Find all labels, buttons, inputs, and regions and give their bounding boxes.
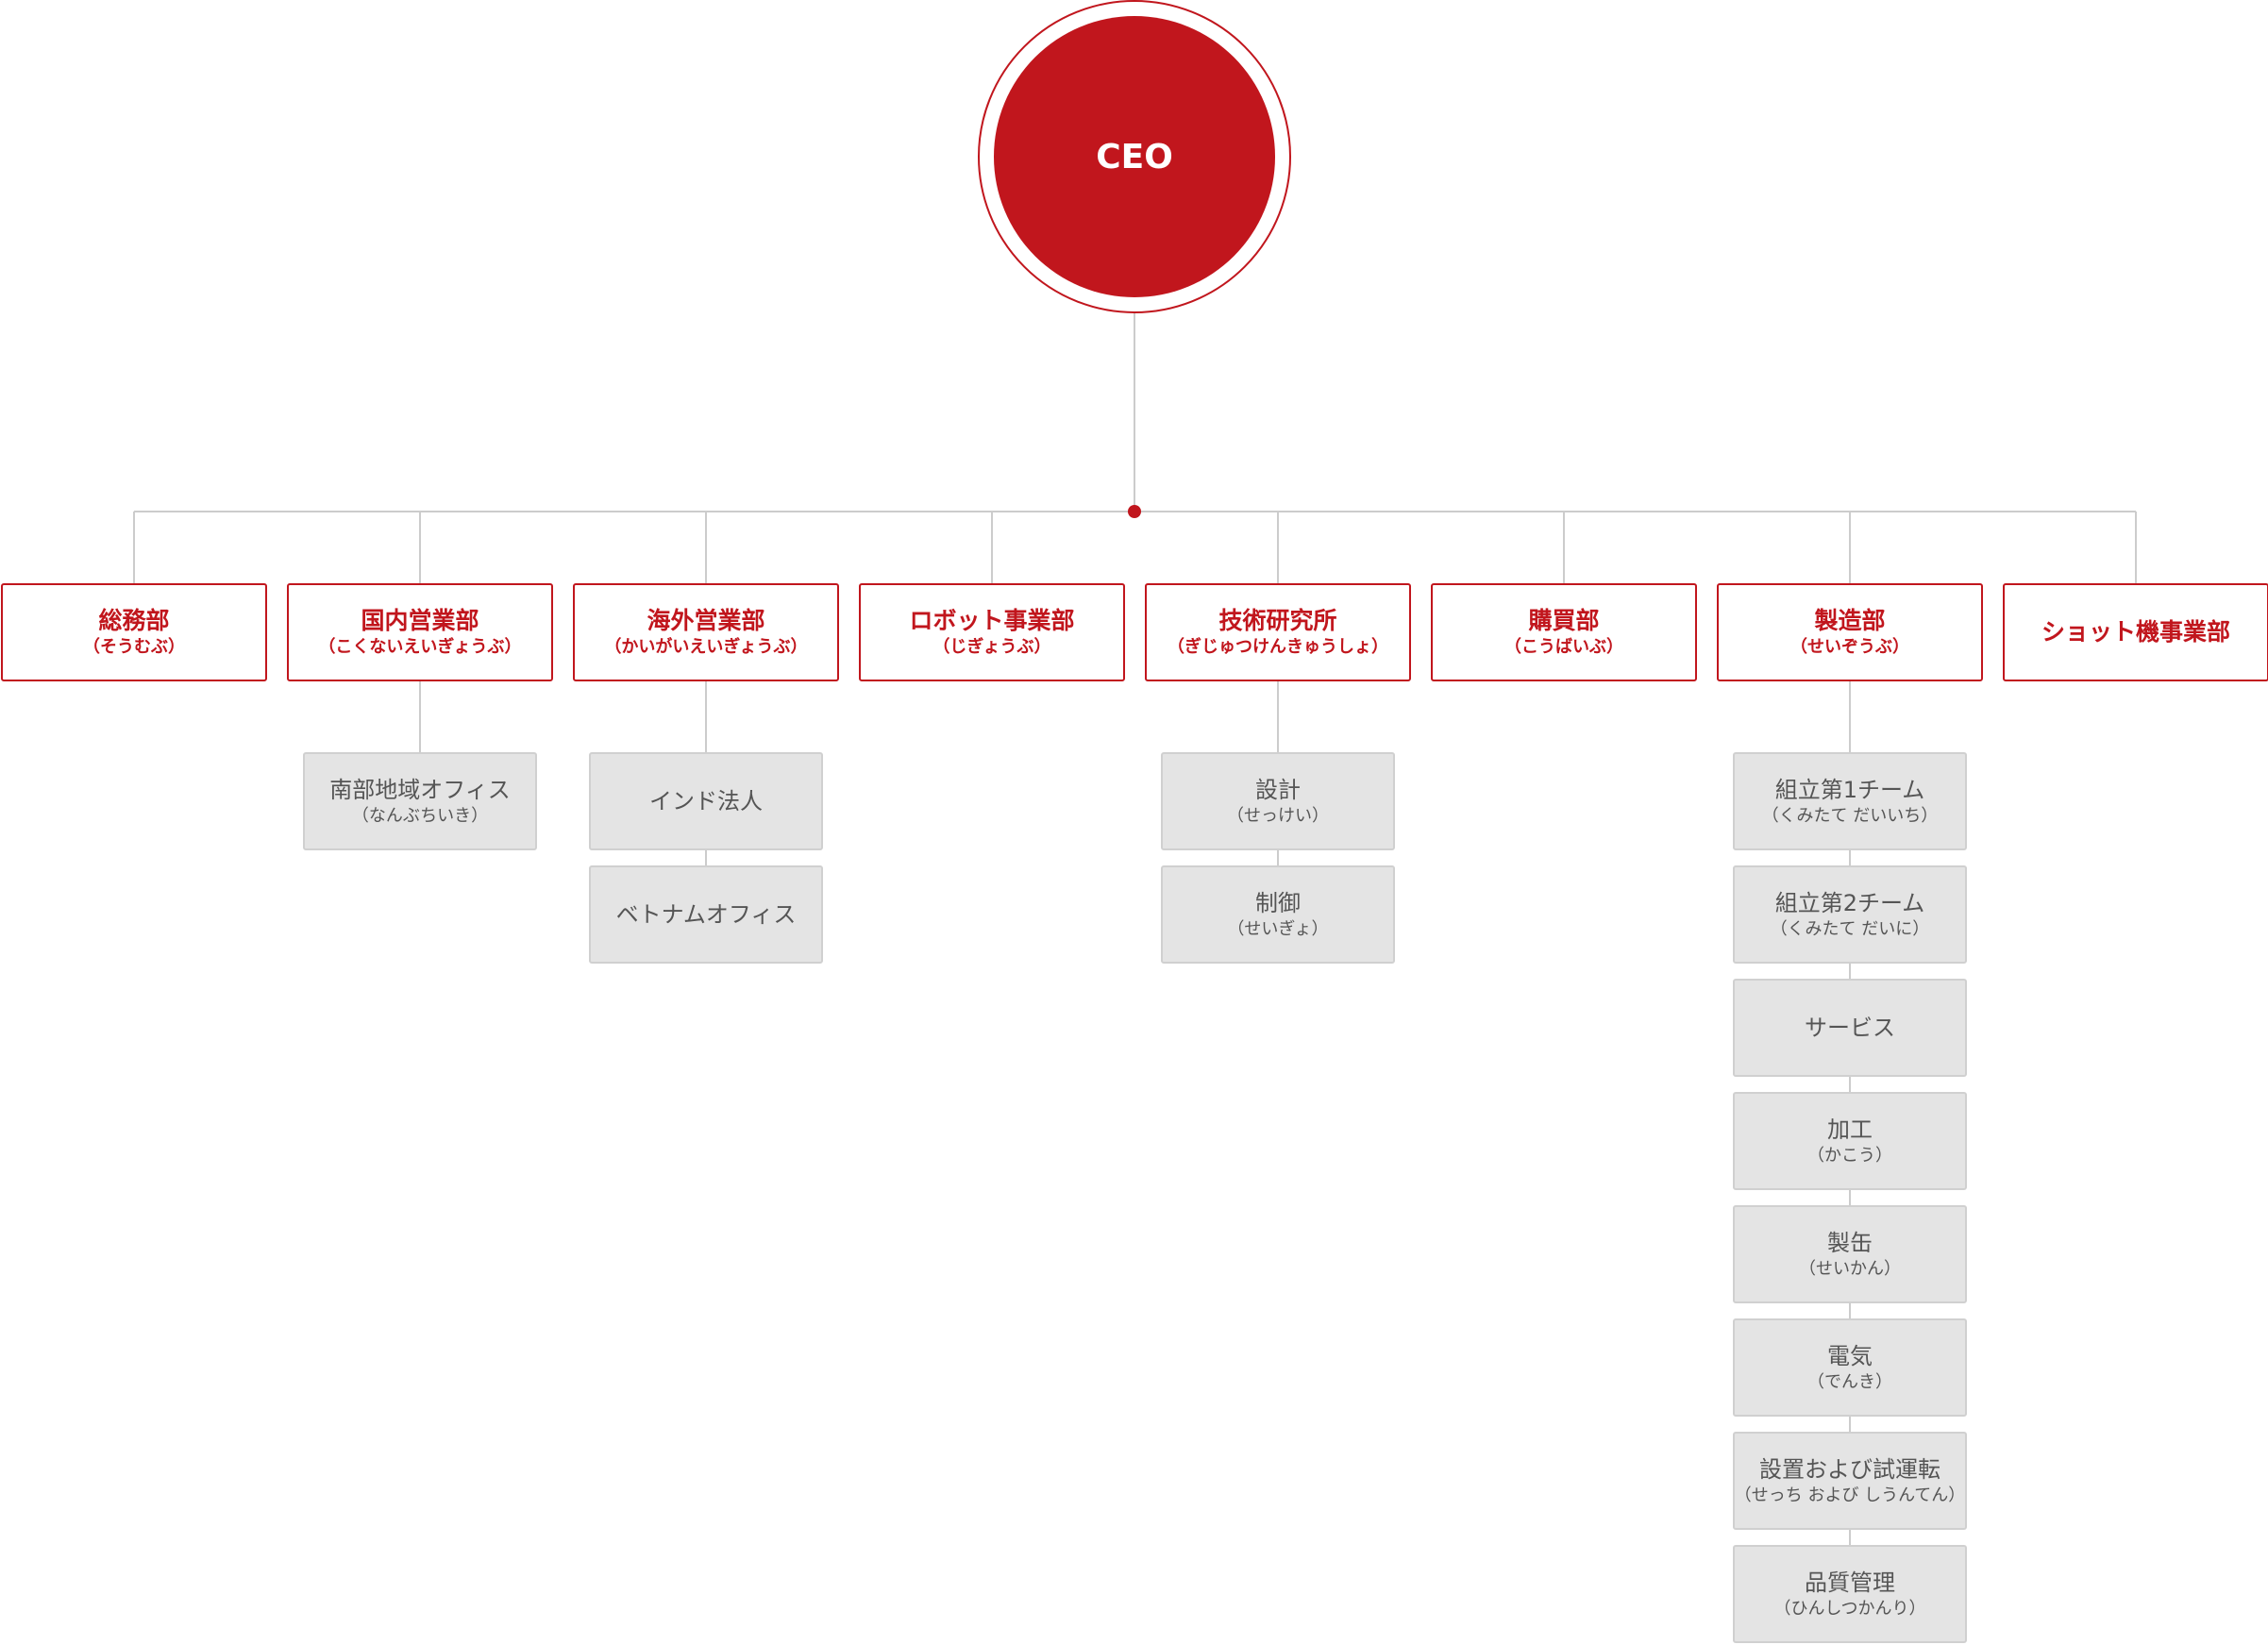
unit-title: 設計 [1255,777,1301,803]
department-reading: （そうむぶ） [83,637,185,657]
unit-seizou-1[interactable]: 組立第1チーム （くみたて だいいち） [1733,752,1967,850]
unit-seizou-8[interactable]: 品質管理 （ひんしつかんり） [1733,1545,1967,1643]
ceo-label: CEO [1096,137,1173,176]
unit-reading: （かこう） [1807,1146,1892,1166]
unit-reading: （せいかん） [1799,1259,1901,1279]
department-seizou[interactable]: 製造部 （せいぞうぶ） [1717,583,1983,681]
unit-kokunai-1[interactable]: 南部地域オフィス （なんぶちいき） [303,752,537,850]
department-robot[interactable]: ロボット事業部 （じぎょうぶ） [859,583,1125,681]
unit-title: サービス [1805,1015,1895,1041]
department-reading: （ぎじゅつけんきゅうしょ） [1168,637,1388,657]
department-title: 国内営業部 [361,607,479,634]
unit-title: インド法人 [649,788,763,814]
department-reading: （こうばいぶ） [1504,637,1623,657]
department-reading: （せいぞうぶ） [1790,637,1909,657]
unit-title: 南部地域オフィス [329,777,511,803]
unit-seizou-2[interactable]: 組立第2チーム （くみたて だいに） [1733,865,1967,964]
department-koubai[interactable]: 購買部 （こうばいぶ） [1431,583,1697,681]
department-soumu[interactable]: 総務部 （そうむぶ） [1,583,267,681]
unit-title: 設置および試運転 [1759,1456,1940,1483]
department-title: 購買部 [1528,607,1600,634]
unit-title: 加工 [1827,1116,1873,1143]
unit-reading: （ひんしつかんり） [1773,1599,1926,1619]
unit-reading: （せっち および しうんてん） [1734,1486,1966,1505]
unit-reading: （くみたて だいいち） [1761,806,1939,826]
unit-reading: （でんき） [1807,1372,1892,1392]
unit-title: ベトナムオフィス [615,901,797,928]
unit-reading: （せいぎょ） [1227,919,1329,939]
department-title: 製造部 [1814,607,1886,634]
department-gijutsu[interactable]: 技術研究所 （ぎじゅつけんきゅうしょ） [1145,583,1411,681]
ceo-node[interactable]: CEO [994,16,1275,297]
department-title: 海外営業部 [647,607,765,634]
unit-kaigai-1[interactable]: インド法人 [589,752,823,850]
unit-reading: （なんぶちいき） [351,806,489,826]
unit-title: 電気 [1827,1343,1873,1369]
unit-title: 製缶 [1827,1230,1873,1256]
unit-seizou-7[interactable]: 設置および試運転 （せっち および しうんてん） [1733,1432,1967,1530]
department-reading: （じぎょうぶ） [932,637,1051,657]
unit-seizou-3[interactable]: サービス [1733,979,1967,1077]
department-reading: （かいがいえいぎょうぶ） [604,637,808,657]
unit-seizou-4[interactable]: 加工 （かこう） [1733,1092,1967,1190]
unit-kaigai-2[interactable]: ベトナムオフィス [589,865,823,964]
unit-reading: （くみたて だいに） [1770,919,1930,939]
unit-seizou-6[interactable]: 電気 （でんき） [1733,1318,1967,1417]
unit-title: 制御 [1255,890,1301,916]
unit-title: 組立第2チーム [1774,890,1925,916]
department-reading: （こくないえいぎょうぶ） [318,637,522,657]
unit-title: 品質管理 [1805,1569,1895,1596]
junction-dot [1128,505,1141,518]
department-kaigai[interactable]: 海外営業部 （かいがいえいぎょうぶ） [573,583,839,681]
department-kokunai[interactable]: 国内営業部 （こくないえいぎょうぶ） [287,583,553,681]
unit-gijutsu-2[interactable]: 制御 （せいぎょ） [1161,865,1395,964]
unit-seizou-5[interactable]: 製缶 （せいかん） [1733,1205,1967,1303]
department-title: 技術研究所 [1218,607,1337,634]
department-title: 総務部 [98,607,170,634]
department-shot[interactable]: ショット機事業部 [2003,583,2268,681]
unit-gijutsu-1[interactable]: 設計 （せっけい） [1161,752,1395,850]
department-title: ロボット事業部 [909,607,1075,634]
unit-title: 組立第1チーム [1774,777,1925,803]
department-title: ショット機事業部 [2041,618,2230,646]
unit-reading: （せっけい） [1227,806,1329,826]
